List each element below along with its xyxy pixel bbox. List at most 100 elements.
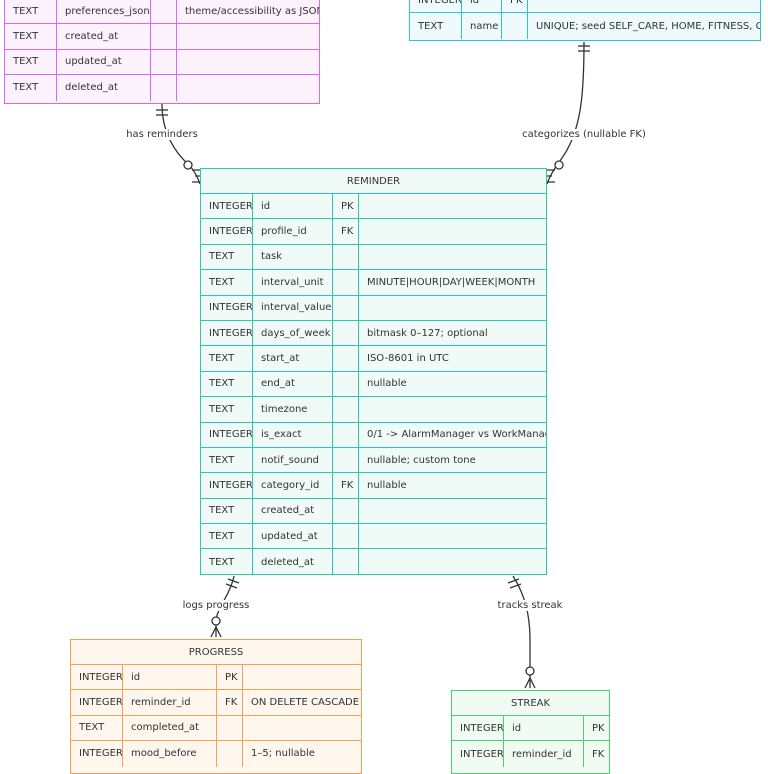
field-name: preferences_json xyxy=(57,0,151,24)
field-name: completed_at xyxy=(123,715,217,741)
field-type: TEXT xyxy=(201,549,253,575)
relation-label-logs-progress: logs progress xyxy=(180,600,252,611)
field-key xyxy=(333,295,359,320)
field-type: TEXT xyxy=(201,371,253,397)
field-key xyxy=(151,0,177,24)
field-type: TEXT xyxy=(201,447,253,473)
field-type: INTEGER xyxy=(71,690,123,715)
field-comment: MINUTE|HOUR|DAY|WEEK|MONTH xyxy=(367,276,536,288)
field-key xyxy=(151,49,177,75)
relation-label-has-reminders: has reminders xyxy=(124,129,200,140)
field-comment: nullable xyxy=(367,479,407,491)
field-comment xyxy=(177,50,319,74)
field-type: INTEGER xyxy=(201,473,253,498)
field-comment xyxy=(528,0,760,12)
field-type: TEXT xyxy=(201,270,253,295)
field-name: reminder_id xyxy=(123,690,217,715)
field-type: TEXT xyxy=(5,0,57,24)
zero-mark xyxy=(211,616,221,626)
field-key: FK xyxy=(333,473,359,498)
field-key xyxy=(333,346,359,371)
field-comment: ISO-8601 in UTC xyxy=(367,353,449,365)
entity-profile[interactable]: TEXT preferences_json theme/accessibilit… xyxy=(4,0,320,104)
zero-mark xyxy=(183,160,193,170)
table-row: TEXT name UNIQUE; seed SELF_CARE, HOME, … xyxy=(410,13,760,39)
field-name: mood_before xyxy=(123,741,217,767)
field-type: INTEGER xyxy=(71,665,123,690)
field-name: name xyxy=(462,13,502,39)
field-name: created_at xyxy=(253,498,333,524)
field-comment: nullable; custom tone xyxy=(367,454,476,466)
field-key: FK xyxy=(592,748,605,760)
field-type: INTEGER xyxy=(201,320,253,346)
crow-foot xyxy=(192,169,200,183)
field-key xyxy=(217,741,243,767)
field-name: deleted_at xyxy=(253,549,333,575)
table-row: INTEGER id PK xyxy=(410,0,760,14)
field-name: category_id xyxy=(253,473,333,498)
field-type: INTEGER xyxy=(452,716,504,741)
field-name: interval_unit xyxy=(253,270,333,295)
field-name: interval_value xyxy=(253,295,333,320)
field-name: updated_at xyxy=(253,524,333,549)
field-key: PK xyxy=(217,665,243,690)
field-key: PK xyxy=(592,722,605,734)
field-key xyxy=(333,397,359,422)
field-comment: ON DELETE CASCADE xyxy=(251,697,360,709)
field-key: FK xyxy=(217,690,243,715)
field-comment xyxy=(177,75,319,100)
field-key xyxy=(333,371,359,397)
field-key xyxy=(333,320,359,346)
field-type: INTEGER xyxy=(201,295,253,320)
field-comment: nullable xyxy=(367,378,407,390)
field-comment xyxy=(243,716,361,740)
field-type: INTEGER xyxy=(201,219,253,244)
table-row: TEXT created_at xyxy=(5,24,319,50)
field-key xyxy=(333,549,359,575)
field-name: id xyxy=(123,665,217,690)
field-type: INTEGER xyxy=(452,741,504,767)
field-type: TEXT xyxy=(71,715,123,741)
field-key xyxy=(333,422,359,447)
field-key: PK xyxy=(502,0,528,13)
zero-mark xyxy=(554,160,564,170)
field-key: FK xyxy=(333,219,359,244)
field-type: TEXT xyxy=(201,397,253,422)
field-comment xyxy=(177,24,319,48)
field-name: deleted_at xyxy=(57,75,151,101)
field-comment xyxy=(359,499,546,523)
field-name: days_of_week xyxy=(253,320,333,346)
crow-foot xyxy=(210,625,222,638)
field-name: id xyxy=(253,194,333,219)
field-key xyxy=(502,13,528,39)
field-name: profile_id xyxy=(253,219,333,244)
entity-category[interactable]: INTEGER id PK TEXT name UNIQUE; seed SEL… xyxy=(409,0,761,41)
field-comment xyxy=(359,194,546,218)
field-type: INTEGER xyxy=(71,741,123,767)
field-comment: theme/accessibility as JSON xyxy=(185,5,319,17)
field-type: TEXT xyxy=(201,498,253,524)
field-type: TEXT xyxy=(5,24,57,49)
relation-label-categorizes: categorizes (nullable FK) xyxy=(520,129,648,140)
field-type: TEXT xyxy=(201,524,253,549)
field-comment: 1–5; nullable xyxy=(251,748,315,760)
